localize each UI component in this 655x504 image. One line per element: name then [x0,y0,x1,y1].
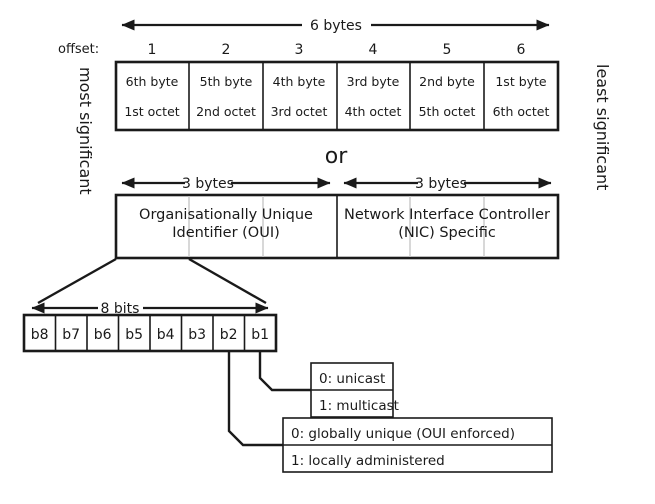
byte-cell-1-byte: 6th byte [126,74,179,89]
oui-scope-callout-line2: 1: locally administered [291,453,445,469]
bit-cell-b6: b6 [94,327,112,343]
byte-cell-2-octet: 2nd octet [196,104,256,119]
byte-cell-6: 1st byte 6th octet [493,74,550,119]
oui-scope-callout-box: 0: globally unique (OUI enforced) 1: loc… [282,417,553,473]
three-bytes-right-label: 3 bytes [415,176,467,192]
byte-cell-4-octet: 4th octet [345,104,402,119]
bit-cell-b1: b1 [251,327,269,343]
or-label: or [325,144,348,169]
nic-block: Network Interface Controller (NIC) Speci… [344,207,550,241]
unicast-callout-line2: 1: multicast [319,398,399,414]
offset-number-6: 6 [517,42,526,58]
byte-table: 6th byte 1st octet 5th byte 2nd octet 4t… [114,60,560,132]
byte-cell-5: 2nd byte 5th octet [419,74,476,119]
byte-cell-2: 5th byte 2nd octet [196,74,256,119]
bit-cell-b2: b2 [220,327,238,343]
nic-label-line2: (NIC) Specific [398,225,496,241]
bit-cell-b3: b3 [188,327,206,343]
unicast-callout-box: 0: unicast 1: multicast [310,362,399,418]
eight-bits-label: 8 bits [101,301,140,317]
oui-label-line1: Organisationally Unique [139,207,313,223]
b1-connector [258,351,311,392]
offset-caption: offset: [58,42,99,57]
bit-cell-b7: b7 [62,327,80,343]
byte-cell-5-octet: 5th octet [419,104,476,119]
offset-number-5: 5 [443,42,452,58]
byte-cell-5-byte: 2nd byte [419,74,475,89]
byte-cell-4: 3rd byte 4th octet [345,74,402,119]
six-bytes-arrow: 6 bytes [121,18,550,34]
offset-number-4: 4 [369,42,378,58]
offset-number-1: 1 [148,42,157,58]
byte-cell-1-octet: 1st octet [124,104,179,119]
byte-cell-2-byte: 5th byte [200,74,253,89]
three-bytes-left-arrow: 3 bytes [121,176,331,192]
oui-label-line2: Identifier (OUI) [172,225,280,241]
six-bytes-label: 6 bytes [310,18,362,34]
three-bytes-left-label: 3 bytes [182,176,234,192]
least-significant-label: least significant [593,64,612,190]
byte-cell-1: 6th byte 1st octet [124,74,179,119]
octet-expansion-lines [37,257,267,305]
oui-block: Organisationally Unique Identifier (OUI) [139,207,313,241]
byte-cell-4-byte: 3rd byte [347,74,400,89]
unicast-callout-line1: 0: unicast [319,371,385,387]
bit-cell-b5: b5 [125,327,143,343]
b2-connector [227,351,283,447]
byte-cell-6-byte: 1st byte [495,74,547,89]
nic-label-line1: Network Interface Controller [344,207,550,223]
offset-row: offset: 1 2 3 4 5 6 [58,42,526,58]
oui-scope-callout-line1: 0: globally unique (OUI enforced) [291,426,515,442]
byte-cell-3-byte: 4th byte [273,74,326,89]
offset-number-2: 2 [222,42,231,58]
three-bytes-right-arrow: 3 bytes [343,176,552,192]
bits-table: b8 b7 b6 b5 b4 b3 b2 b1 [22,313,278,353]
bit-cell-b4: b4 [157,327,175,343]
byte-cell-6-octet: 6th octet [493,104,550,119]
offset-number-3: 3 [295,42,304,58]
eight-bits-arrow: 8 bits [31,301,269,317]
byte-cell-3-octet: 3rd octet [271,104,328,119]
bit-cell-b8: b8 [31,327,49,343]
byte-cell-3: 4th byte 3rd octet [271,74,328,119]
most-significant-label: most significant [76,67,95,195]
oui-nic-table: Organisationally Unique Identifier (OUI)… [114,193,560,260]
